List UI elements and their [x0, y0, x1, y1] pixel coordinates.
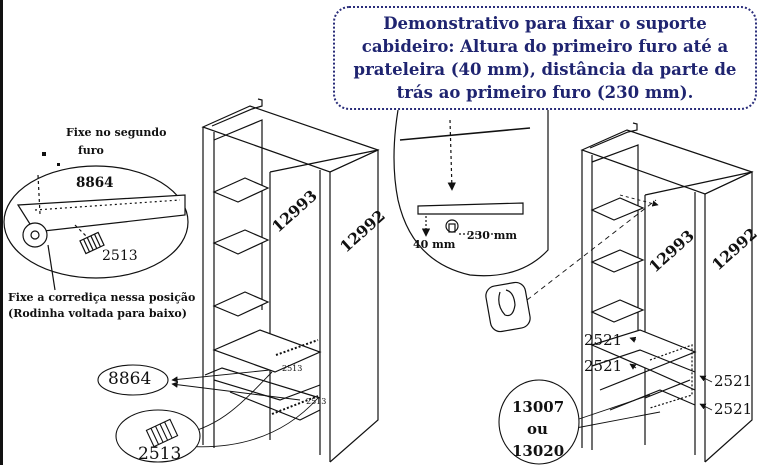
slide-detail-circle	[3, 165, 189, 291]
detail-ellipse	[3, 165, 189, 279]
part-2521-b: 2521	[584, 357, 623, 375]
fix-slide-label-line2: (Rodinha voltada para baixo)	[8, 307, 187, 320]
hanger-detail-circle	[393, 109, 657, 333]
part-2513-small-b: 2513	[306, 397, 327, 406]
part-2513-small-a: 2513	[282, 364, 303, 373]
part-2513-detail-label: 2513	[102, 248, 138, 264]
slide-rail-holes	[34, 199, 181, 211]
slide-wheel	[22, 222, 48, 248]
hole-guide-line	[37, 174, 41, 215]
part-2521-d: 2521	[714, 400, 753, 418]
oval-13007-13020	[498, 379, 580, 465]
fix-hole-label-line2: furo	[78, 144, 104, 157]
slide-wheel-hub	[30, 230, 40, 240]
part-2521-a: 2521	[584, 331, 623, 349]
left-wardrobe	[201, 98, 380, 463]
fix-hole-label-line1: Fixe no segundo	[66, 126, 167, 139]
oval-ou-label: ou	[527, 420, 548, 438]
part-8864-label: 8864	[76, 175, 114, 191]
screw-2513-illustration	[115, 409, 201, 463]
dimension-230mm: 230 mm	[467, 229, 518, 242]
fix-slide-label-line1: Fixe a corrediça nessa posição	[8, 291, 196, 304]
screw-2513-label: 2513	[138, 444, 182, 464]
dimension-40mm: 40 mm	[413, 238, 456, 251]
slide-pointer-line	[47, 244, 56, 291]
right-wardrobe	[580, 122, 754, 463]
oval-13020-label: 13020	[512, 442, 565, 460]
slide-rail	[16, 194, 186, 233]
left-frame-border	[0, 0, 3, 465]
screw-2513-detail	[79, 231, 105, 255]
right-leader-lines	[575, 194, 713, 429]
part-2521-c: 2521	[714, 372, 753, 390]
oval-8864-label: 8864	[108, 369, 152, 389]
hanger-support-callout: Demonstrativo para fixar o suporte cabid…	[333, 6, 757, 110]
oval-13007-label: 13007	[512, 398, 565, 416]
oval-8864	[97, 364, 169, 396]
callout-text: Demonstrativo para fixar o suporte cabid…	[353, 14, 737, 102]
